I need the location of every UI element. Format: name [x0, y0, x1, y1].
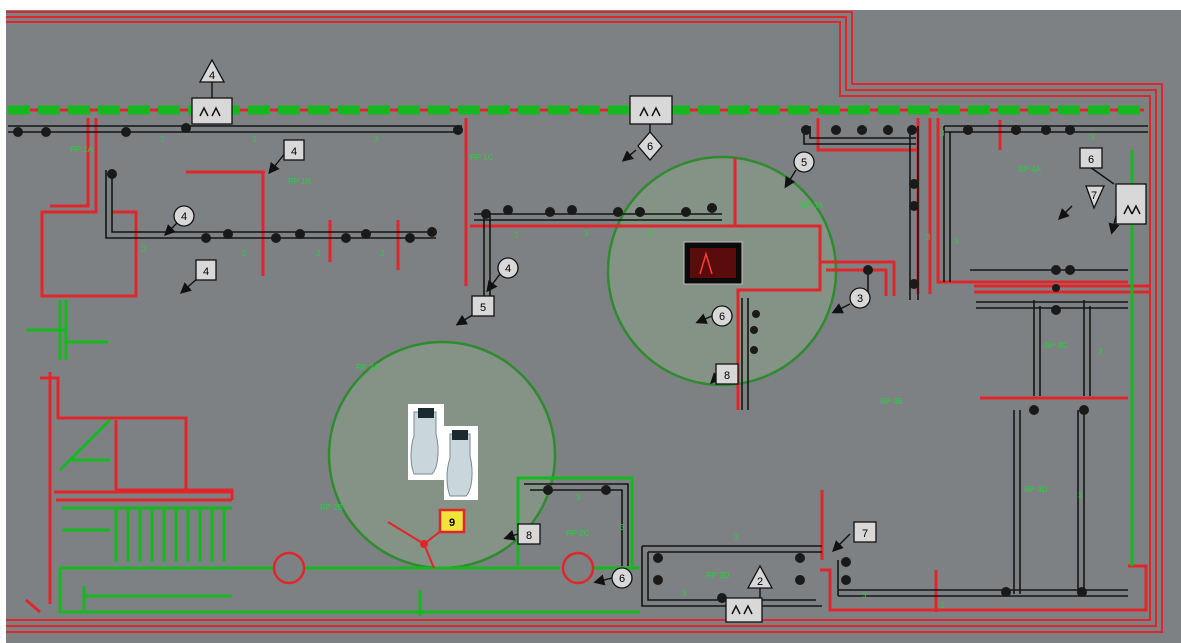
svg-text:3: 3 [1098, 347, 1103, 356]
svg-text:RP 2A: RP 2A [356, 363, 380, 372]
svg-text:RP 1B: RP 1B [288, 177, 311, 186]
wifi-router-icon-2 [629, 95, 673, 125]
svg-text:3: 3 [252, 135, 257, 144]
svg-text:RP 2B: RP 2B [320, 503, 343, 512]
cable-runs [8, 125, 1148, 607]
svg-text:RP 4B: RP 4B [880, 397, 903, 406]
svg-text:2: 2 [316, 249, 321, 258]
tag-t2[interactable]: 4 [173, 205, 195, 227]
tag-label: 2 [757, 576, 763, 588]
svg-text:RP 3A: RP 3A [800, 201, 824, 210]
tag-t9[interactable]: 8 [715, 363, 739, 385]
svg-text:3: 3 [584, 229, 589, 238]
tag-label: 7 [862, 528, 868, 540]
leader-lines [164, 80, 1120, 598]
svg-text:RP 4C: RP 4C [1044, 341, 1068, 350]
wifi-router-icon-3 [1115, 183, 1147, 225]
svg-text:3: 3 [374, 135, 379, 144]
tag-t12[interactable]: 6 [637, 131, 663, 161]
svg-text:3: 3 [940, 601, 945, 610]
tag-t5[interactable]: 5 [471, 295, 495, 317]
tag-label: 4 [209, 70, 215, 82]
tag-label: 3 [857, 293, 863, 305]
tag-label: 9 [449, 517, 455, 529]
tag-label: 5 [480, 302, 486, 314]
wifi-router-icon-1 [191, 97, 233, 125]
tag-t1[interactable]: 4 [283, 139, 305, 161]
tag-label: 4 [203, 266, 209, 278]
svg-text:3: 3 [160, 135, 165, 144]
svg-text:3: 3 [682, 589, 687, 598]
tag-t14[interactable]: 8 [517, 523, 541, 545]
tag-label: 8 [526, 530, 532, 542]
svg-text:3: 3 [940, 129, 945, 138]
svg-text:RP 4D: RP 4D [1024, 485, 1048, 494]
faint-labels: RP 1A RP 1B RP 1C RP 3A RP 4A RP 4B RP 4C RP … [70, 129, 1103, 610]
svg-text:2: 2 [242, 249, 247, 258]
tag-t7[interactable]: 3 [849, 287, 871, 309]
svg-text:3: 3 [1078, 491, 1083, 500]
tag-t8[interactable]: 6 [711, 305, 733, 327]
svg-text:3: 3 [862, 591, 867, 600]
svg-text:2: 2 [380, 249, 385, 258]
svg-text:RP 2C: RP 2C [566, 529, 590, 538]
svg-text:RP 2D: RP 2D [706, 571, 730, 580]
tag-t11[interactable]: 7 [1085, 185, 1106, 210]
tag-t13[interactable]: 9 [438, 508, 466, 534]
svg-text:RP 1C: RP 1C [470, 153, 494, 162]
svg-text:3: 3 [648, 229, 653, 238]
outer-walls [6, 11, 1163, 633]
tag-label: 6 [719, 311, 725, 323]
svg-text:3: 3 [576, 493, 581, 502]
kiosk-leaders [387, 521, 443, 569]
wifi-router-icon-4 [725, 597, 763, 623]
tag-t4[interactable]: 4 [497, 257, 519, 279]
tag-label: 4 [181, 211, 187, 223]
kiosk-icon-1 [408, 404, 444, 480]
green-conduits [26, 150, 1134, 616]
svg-text:3: 3 [1090, 133, 1095, 142]
svg-text:2: 2 [142, 245, 147, 254]
tag-t3[interactable]: 4 [195, 259, 217, 281]
tag-t18[interactable]: 2 [746, 564, 774, 589]
kiosk-icon-2 [444, 426, 478, 500]
server-rack-icon [683, 241, 743, 285]
tag-label: 6 [647, 141, 653, 153]
tag-label: 7 [1091, 190, 1097, 202]
svg-text:3: 3 [954, 237, 959, 246]
tag-label: 4 [505, 263, 511, 275]
svg-text:3: 3 [926, 233, 931, 242]
tag-t15[interactable]: 6 [611, 567, 633, 589]
tag-t6[interactable]: 5 [793, 151, 815, 173]
tag-t17[interactable]: 4 [198, 58, 226, 83]
svg-text:3: 3 [734, 533, 739, 542]
svg-text:RP 1A: RP 1A [70, 145, 94, 154]
svg-text:3: 3 [514, 231, 519, 240]
tag-label: 6 [1088, 154, 1094, 166]
tag-label: 5 [801, 157, 807, 169]
tag-label: 8 [724, 370, 730, 382]
outlet-nodes [13, 123, 1089, 603]
svg-text:RP 4A: RP 4A [1018, 165, 1042, 174]
svg-text:3: 3 [620, 523, 625, 532]
plan-background [6, 10, 1181, 643]
tag-label: 6 [619, 573, 625, 585]
tag-t16[interactable]: 7 [853, 521, 877, 543]
tag-label: 4 [291, 146, 297, 158]
tag-t10[interactable]: 6 [1079, 147, 1103, 169]
